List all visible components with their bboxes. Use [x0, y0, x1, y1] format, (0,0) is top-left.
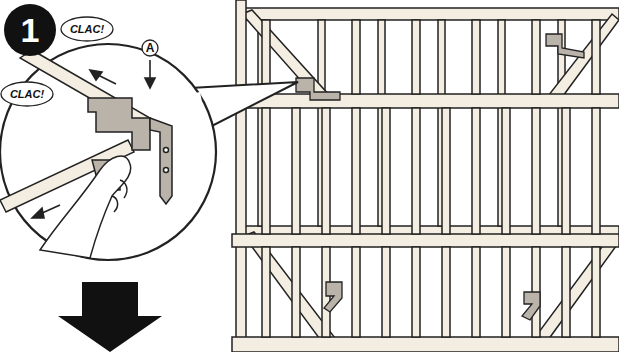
- sound-effect: CLAC!: [61, 20, 113, 38]
- part-letter: A: [142, 40, 158, 56]
- callout-number: 1: [5, 5, 55, 55]
- sound-effect: CLAC!: [1, 85, 53, 103]
